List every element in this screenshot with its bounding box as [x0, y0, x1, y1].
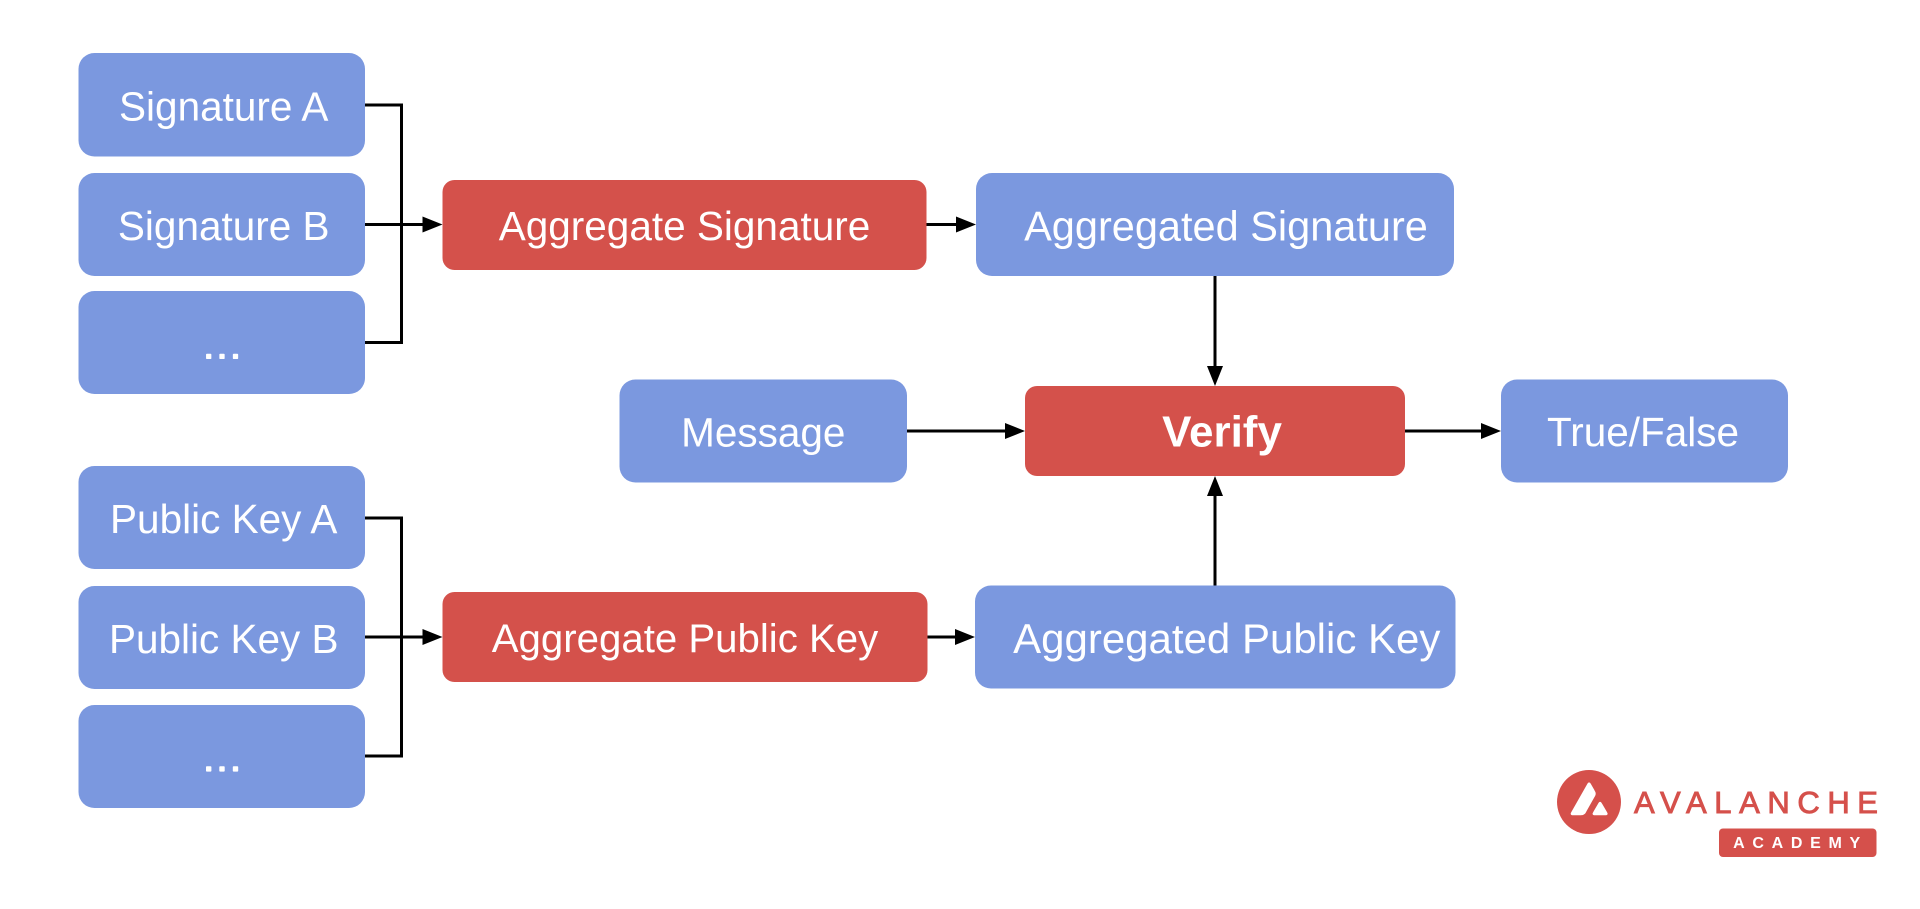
svg-text:Aggregate Public Key: Aggregate Public Key: [492, 616, 879, 661]
svg-text:Public Key B: Public Key B: [109, 616, 339, 662]
svg-text:Aggregated Signature: Aggregated Signature: [1024, 203, 1428, 250]
svg-text:Public Key A: Public Key A: [110, 496, 337, 542]
svg-text:ACADEMY: ACADEMY: [1733, 835, 1868, 852]
svg-text:Aggregate Signature: Aggregate Signature: [499, 203, 871, 249]
svg-text:True/False: True/False: [1547, 409, 1739, 455]
svg-text:Aggregated Public Key: Aggregated Public Key: [1013, 615, 1440, 662]
svg-text:AVALANCHE: AVALANCHE: [1634, 785, 1886, 820]
svg-text:Verify: Verify: [1162, 408, 1282, 457]
svg-text:Signature B: Signature B: [118, 203, 330, 249]
svg-text:Message: Message: [681, 410, 845, 456]
svg-text:Signature A: Signature A: [119, 83, 328, 129]
